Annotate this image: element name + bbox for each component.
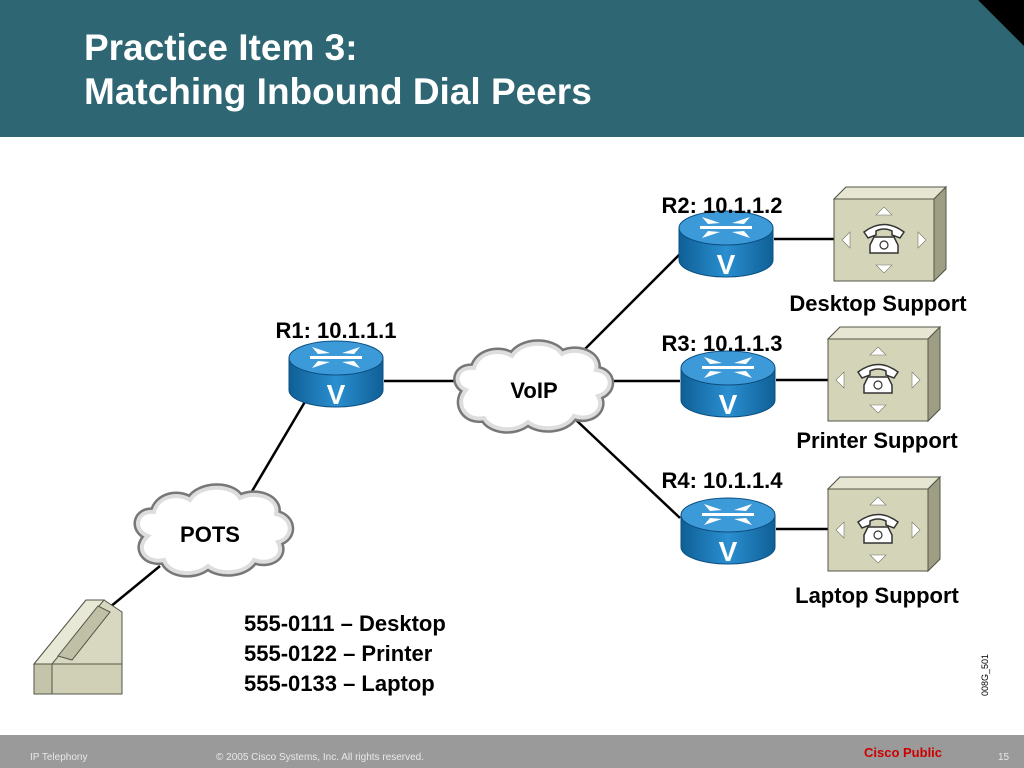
router-badge: V bbox=[717, 249, 736, 280]
analog-phone-icon bbox=[32, 599, 123, 695]
figure-id: 008G_501 bbox=[980, 654, 990, 696]
link-r1-pots bbox=[246, 399, 308, 499]
router-r3: V bbox=[680, 350, 776, 420]
ip-phone-laptop-icon bbox=[827, 476, 941, 572]
ip-phone-printer-icon bbox=[827, 326, 941, 422]
router-r2: V bbox=[678, 210, 774, 280]
voip-cloud: VoIP bbox=[458, 344, 610, 430]
link-voip-r4 bbox=[575, 419, 681, 519]
number-list-item: 555-0111 – Desktop bbox=[244, 611, 446, 636]
router-badge: V bbox=[327, 379, 346, 410]
router-r2-label: R2: 10.1.1.2 bbox=[661, 193, 782, 218]
router-r1-label: R1: 10.1.1.1 bbox=[275, 318, 396, 343]
footer-page-number: 15 bbox=[998, 752, 1010, 763]
network-diagram: VoIP POTS V V V V R1: 10.1.1.1 R2: 10.1.… bbox=[32, 186, 990, 696]
router-r4-label: R4: 10.1.1.4 bbox=[661, 468, 783, 493]
corner-triangle bbox=[978, 0, 1024, 46]
router-r1: V bbox=[288, 340, 384, 410]
router-r4: V bbox=[680, 497, 776, 567]
voip-cloud-label: VoIP bbox=[510, 378, 557, 403]
desktop-support-label: Desktop Support bbox=[789, 291, 967, 316]
ip-phone-desktop-icon bbox=[833, 186, 947, 282]
link-voip-r2 bbox=[581, 249, 685, 353]
pots-cloud-label: POTS bbox=[180, 522, 240, 547]
router-badge: V bbox=[719, 389, 738, 420]
number-list-item: 555-0122 – Printer bbox=[244, 641, 433, 666]
header-banner: Practice Item 3: Matching Inbound Dial P… bbox=[0, 0, 1024, 137]
footer-classification: Cisco Public bbox=[864, 745, 943, 760]
laptop-support-label: Laptop Support bbox=[795, 583, 959, 608]
title-line-1: Practice Item 3: bbox=[84, 27, 358, 68]
pots-cloud: POTS bbox=[138, 488, 290, 573]
link-pots-phone bbox=[103, 565, 161, 613]
printer-support-label: Printer Support bbox=[796, 428, 958, 453]
number-list-item: 555-0133 – Laptop bbox=[244, 671, 435, 696]
footer-copyright: © 2005 Cisco Systems, Inc. All rights re… bbox=[216, 752, 425, 763]
page-title: Practice Item 3: Matching Inbound Dial P… bbox=[84, 26, 592, 114]
footer-bar: IP Telephony © 2005 Cisco Systems, Inc. … bbox=[0, 735, 1024, 768]
title-line-2: Matching Inbound Dial Peers bbox=[84, 71, 592, 112]
router-badge: V bbox=[719, 536, 738, 567]
router-r3-label: R3: 10.1.1.3 bbox=[661, 331, 782, 356]
footer-course: IP Telephony bbox=[30, 752, 88, 763]
